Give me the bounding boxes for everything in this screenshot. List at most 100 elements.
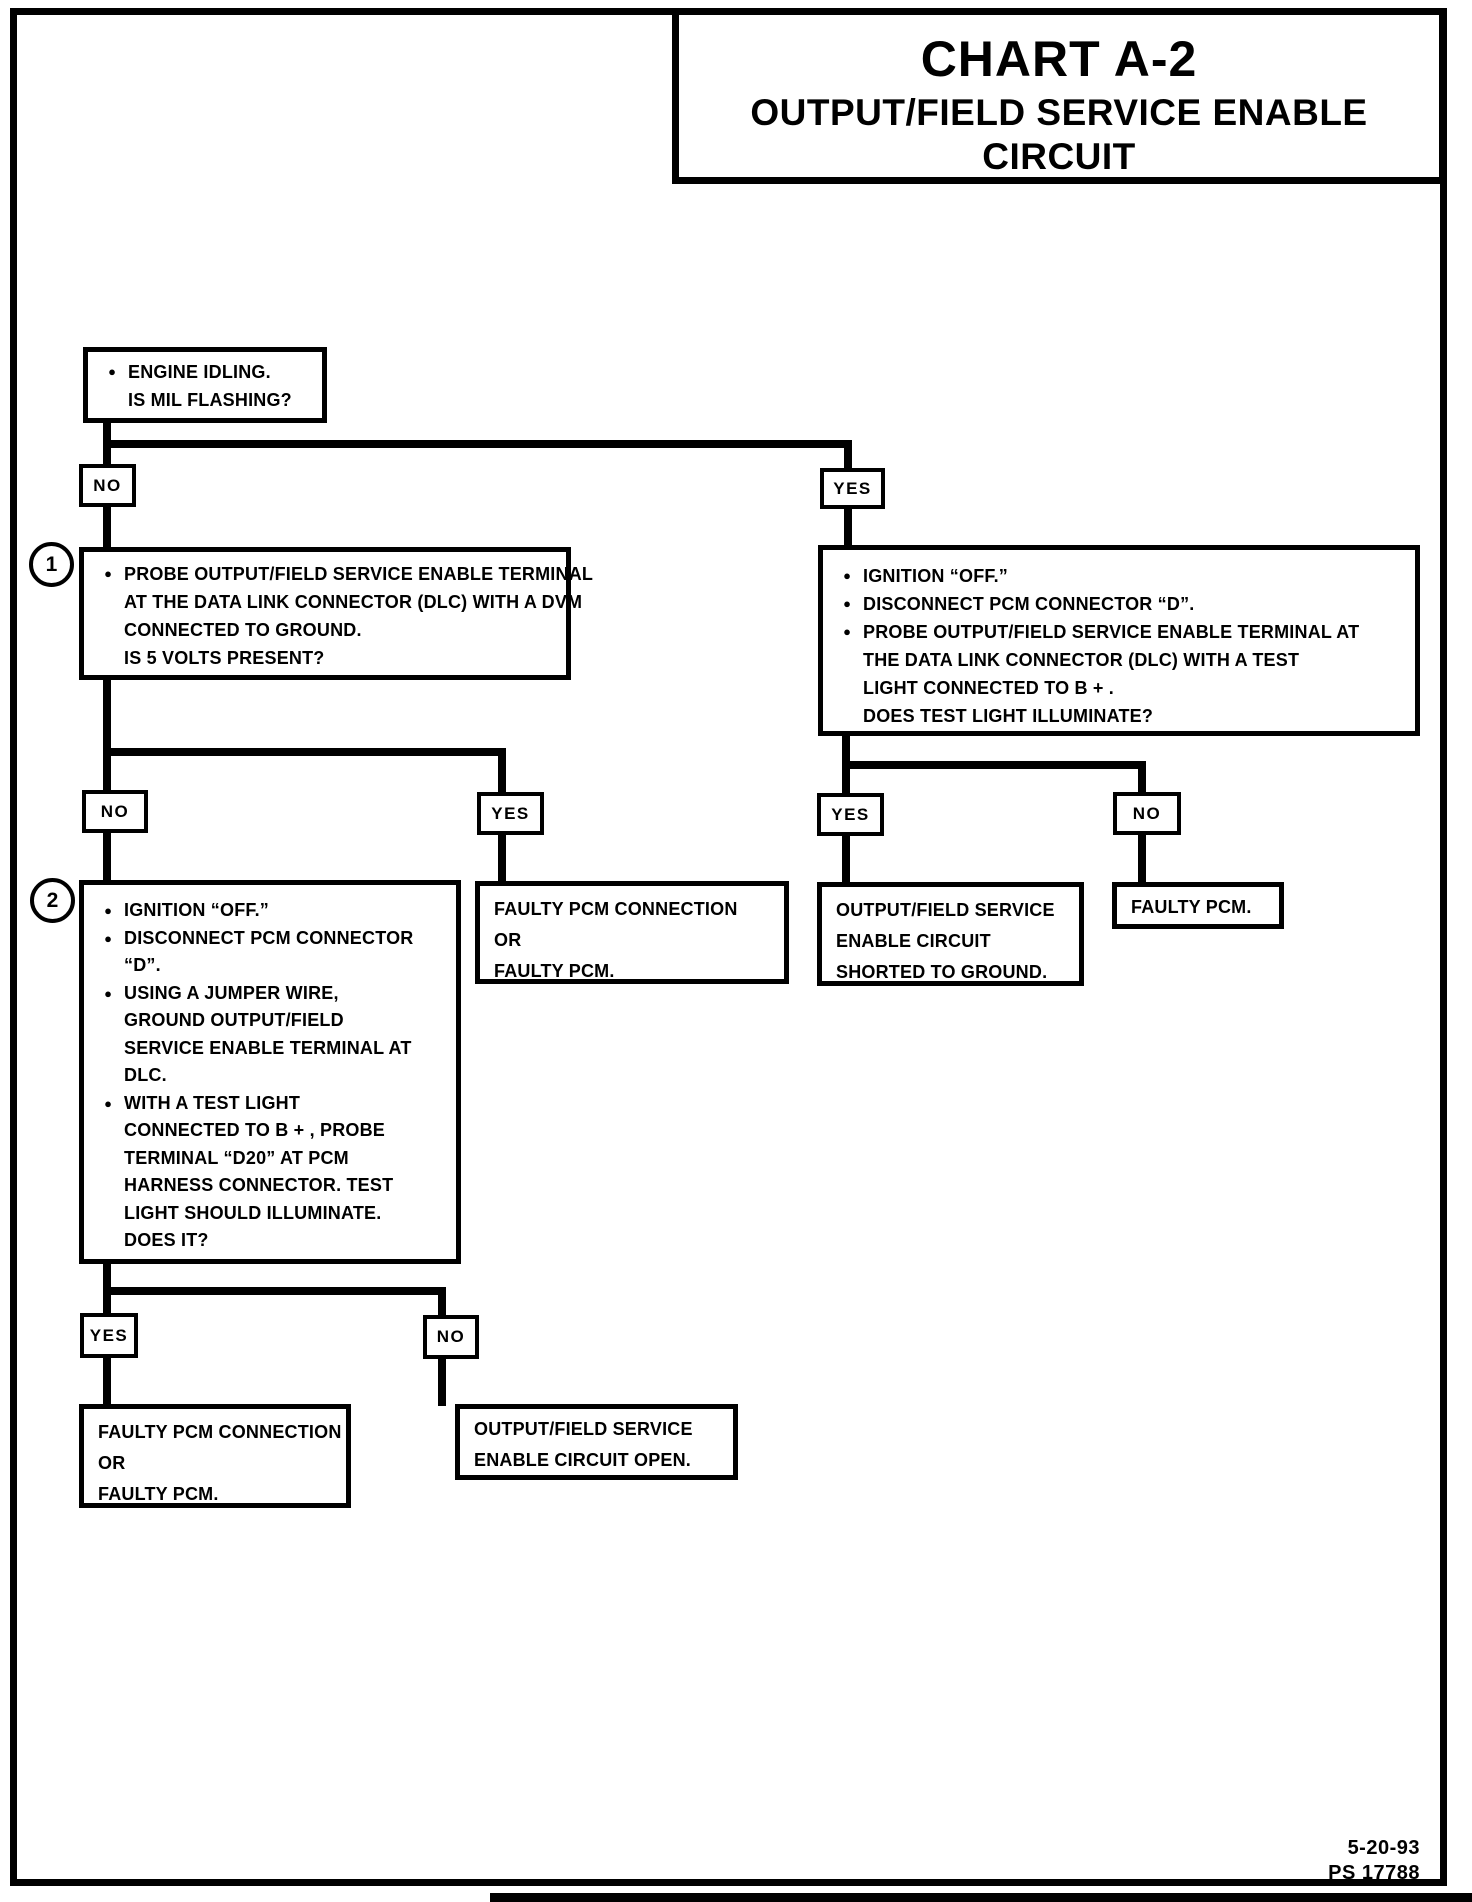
text-line: CONNECTED TO GROUND. [92,616,560,644]
line-text: DISCONNECT PCM CONNECTOR “D”. [863,594,1195,614]
line-text: DOES IT? [124,1230,209,1250]
line-text: IS 5 VOLTS PRESENT? [124,648,325,668]
flow-node-faulty-pcm-connection-bottom: FAULTY PCM CONNECTION OR FAULTY PCM. [79,1404,351,1508]
text-line: GROUND OUTPUT/FIELD [92,1007,450,1035]
line-text: LIGHT SHOULD ILLUMINATE. [124,1202,382,1223]
line-text: PROBE OUTPUT/FIELD SERVICE ENABLE TERMIN… [124,564,594,584]
bullet-icon: ● [104,903,112,918]
line-text: OUTPUT/FIELD SERVICE [474,1419,693,1439]
line-text: OR [494,930,522,950]
bullet-spacer [92,1172,124,1200]
text-line: FAULTY PCM. [494,956,778,987]
connector-line [438,1356,446,1406]
connector-line [103,1295,111,1315]
connector-line [103,440,852,448]
flow-node-ignition-test-light: ●IGNITION “OFF.” ● DISCONNECT PCM CONNECTO… [818,545,1420,736]
text-line: DOES TEST LIGHT ILLUMINATE? [831,702,1409,730]
connector-line [103,676,111,756]
bullet-spacer [92,1007,124,1035]
bullet-spacer [92,1062,124,1090]
line-text: FAULTY PCM. [1131,897,1252,917]
title-box: CHART A-2 OUTPUT/FIELD SERVICE ENABLE CI… [672,8,1446,184]
connector-line [103,748,506,756]
line-text: DOES TEST LIGHT ILLUMINATE? [863,706,1154,726]
text-line: ENABLE CIRCUIT OPEN. [474,1445,727,1476]
decision-no-level3: NO [423,1315,479,1359]
connector-line [844,506,852,547]
text-line: LIGHT CONNECTED TO B + . [831,674,1409,702]
text-line: OR [494,925,778,956]
text-line: AT THE DATA LINK CONNECTOR (DLC) WITH A … [92,588,582,616]
bullet-spacer [831,646,863,674]
line-text: OR [98,1453,126,1473]
step-circle-2: 2 [30,878,75,923]
step-number: 1 [45,552,58,576]
text-line: SERVICE ENABLE TERMINAL AT [92,1035,450,1063]
decision-label: NO [93,475,122,495]
line-text: IGNITION “OFF.” [863,566,1008,586]
connector-line [103,756,111,792]
connector-line [498,756,506,794]
line-text: “D”. [124,955,161,975]
bullet-spacer [92,644,124,672]
text-line: OUTPUT/FIELD SERVICE [836,895,1073,926]
text-line: FAULTY PCM. [1131,892,1273,923]
flow-node-circuit-open: OUTPUT/FIELD SERVICE ENABLE CIRCUIT OPEN. [455,1404,738,1480]
bullet-icon: ● [104,1095,112,1111]
line-text: HARNESS CONNECTOR. TEST [124,1175,394,1195]
footer-code: PS 17788 [1328,1862,1420,1884]
text-line: DOES IT? [92,1227,450,1255]
decision-label: NO [436,1327,466,1346]
bullet-spacer [92,1145,124,1173]
footer-date: 5-20-93 [1347,1837,1420,1859]
decision-yes-level2-right: YES [817,793,884,836]
connector-line [1138,833,1146,884]
connector-line [842,733,850,769]
text-line: ●IGNITION “OFF.” [831,562,1409,590]
text-line: LIGHT SHOULD ILLUMINATE. [92,1200,450,1228]
bullet-icon: ● [104,985,112,1001]
bullet-spacer [92,1035,124,1063]
line-text: FAULTY PCM. [494,961,615,981]
text-line: IS MIL FLASHING? [96,386,316,414]
decision-label: YES [491,803,530,823]
text-line: OUTPUT/FIELD SERVICE [474,1414,727,1445]
line-text: IS MIL FLASHING? [128,390,292,410]
bullet-icon: ● [843,596,851,611]
connector-line [103,830,111,882]
bullet-spacer [96,386,128,414]
flow-node-engine-idling: ●ENGINE IDLING. IS MIL FLASHING? [83,347,327,423]
text-line: CONNECTED TO B + , PROBE [92,1117,450,1145]
line-text: SERVICE ENABLE TERMINAL AT [124,1037,412,1058]
text-line: ● USING A JUMPER WIRE, [92,980,450,1008]
flow-node-faulty-pcm: FAULTY PCM. [1112,882,1284,929]
decision-label: YES [831,804,870,824]
decision-yes-level3: YES [80,1313,138,1358]
text-line: ●DISCONNECT PCM CONNECTOR [92,925,450,953]
decision-no-level2-left: NO [82,790,148,833]
chart-subtitle: OUTPUT/FIELD SERVICE ENABLE CIRCUIT [750,92,1368,177]
line-text: FAULTY PCM CONNECTION [494,899,738,919]
text-line: ●ENGINE IDLING. [96,358,316,386]
line-text: FAULTY PCM. [98,1484,219,1504]
line-text: USING A JUMPER WIRE, [124,982,339,1003]
text-line: FAULTY PCM CONNECTION [494,894,778,925]
decision-label: NO [100,801,130,821]
line-text: CONNECTED TO GROUND. [124,620,362,640]
text-line: IS 5 VOLTS PRESENT? [92,644,560,672]
text-line: TERMINAL “D20” AT PCM [92,1145,450,1173]
bullet-icon: ● [104,566,112,581]
connector-line [844,448,852,470]
flow-node-ground-jumper: ●IGNITION “OFF.”●DISCONNECT PCM CONNECTO… [79,880,461,1264]
decision-label: NO [1132,803,1162,823]
connector-line [842,769,850,795]
bullet-spacer [831,674,863,702]
text-line: OR [98,1448,340,1479]
connector-line [103,1353,111,1406]
line-text: FAULTY PCM CONNECTION [98,1422,342,1442]
text-line: ●IGNITION “OFF.” [92,897,450,925]
text-line: “D”. [92,952,450,980]
line-text: OUTPUT/FIELD SERVICE [836,900,1055,920]
